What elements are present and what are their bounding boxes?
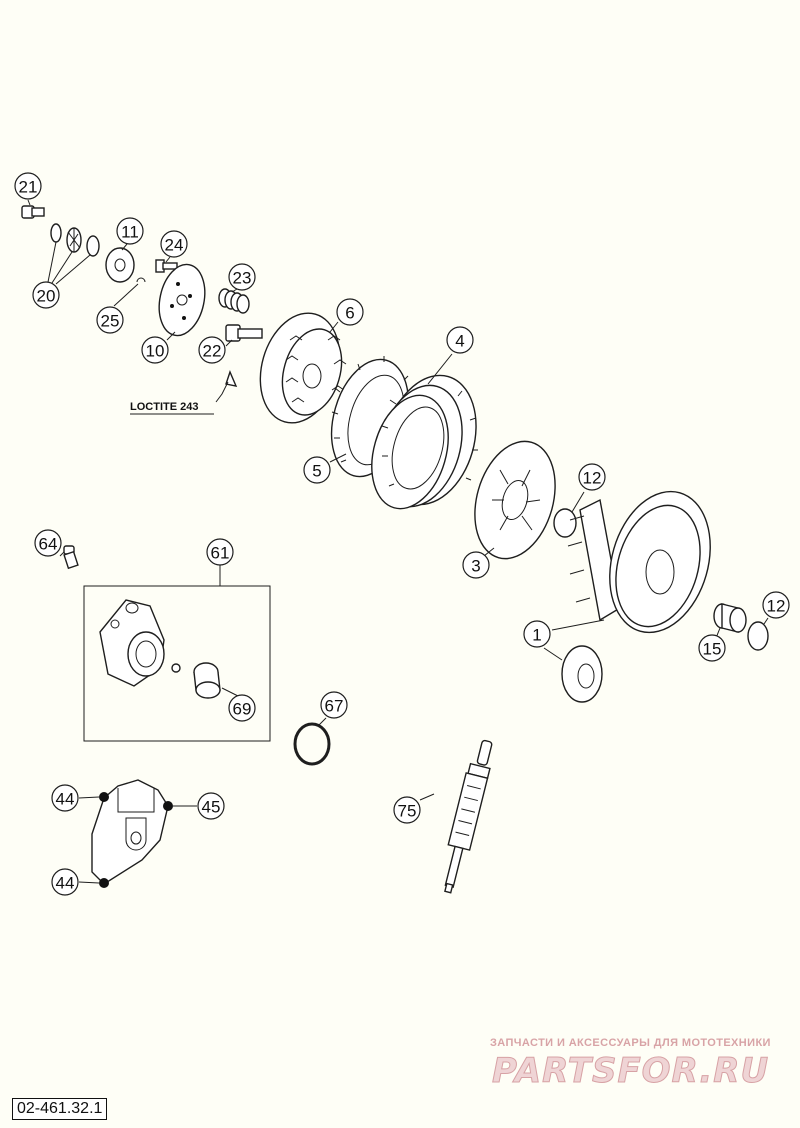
part-20-washers[interactable]	[50, 223, 100, 257]
part-67-o-ring[interactable]	[293, 722, 331, 766]
callout-75: 75	[393, 796, 421, 824]
callout-1: 1	[523, 620, 551, 648]
part-4-steel-plates[interactable]	[359, 364, 490, 517]
svg-text:11: 11	[121, 223, 139, 242]
callout-10: 10	[141, 336, 169, 364]
part-12-washer-b[interactable]	[747, 621, 769, 651]
callout-45: 45	[197, 792, 225, 820]
svg-text:44: 44	[56, 790, 75, 809]
part-61-slave-cylinder[interactable]	[99, 599, 165, 687]
part-21-screw[interactable]	[21, 205, 45, 219]
part-24-bolt[interactable]	[155, 259, 178, 273]
part-25-circlip[interactable]	[136, 277, 146, 283]
callout-24: 24	[160, 230, 188, 258]
svg-text:10: 10	[146, 342, 165, 361]
part-6-clutch-hub[interactable]	[248, 304, 352, 433]
part-64-bleed-screw[interactable]	[63, 545, 79, 570]
svg-text:5: 5	[312, 462, 321, 481]
svg-text:67: 67	[325, 697, 344, 716]
document-number: 02-461.32.1	[12, 1098, 108, 1120]
svg-text:21: 21	[19, 178, 38, 197]
part-3-pressure-plate[interactable]	[462, 432, 568, 568]
svg-text:12: 12	[767, 597, 786, 616]
callout-15: 15	[698, 634, 726, 662]
svg-text:61: 61	[211, 544, 230, 563]
svg-text:24: 24	[165, 236, 184, 255]
svg-text:4: 4	[455, 332, 464, 351]
callout-67: 67	[320, 691, 348, 719]
callout-20: 20	[32, 281, 60, 309]
svg-text:25: 25	[101, 312, 120, 331]
fixing-point-44-upper[interactable]	[99, 792, 109, 802]
svg-text:22: 22	[203, 342, 222, 361]
part-1-clutch-basket[interactable]	[567, 480, 726, 645]
part-23-spring[interactable]	[218, 288, 250, 314]
callout-21: 21	[14, 172, 42, 200]
callout-11: 11	[116, 217, 144, 245]
slave-cylinder-cover[interactable]	[91, 779, 169, 885]
callout-5: 5	[303, 456, 331, 484]
callout-12-b: 12	[762, 591, 790, 619]
callout-25: 25	[96, 306, 124, 334]
callout-12-a: 12	[578, 463, 606, 491]
part-22-bolt[interactable]	[225, 324, 263, 387]
part-10-plate[interactable]	[153, 260, 211, 340]
callout-23: 23	[228, 263, 256, 291]
fixing-point-44-lower[interactable]	[99, 878, 109, 888]
part-12-washer-a[interactable]	[553, 508, 577, 538]
callout-6: 6	[336, 298, 364, 326]
svg-text:15: 15	[703, 640, 722, 659]
part-61-ball[interactable]	[171, 663, 181, 673]
callout-3: 3	[462, 551, 490, 579]
callout-69: 69	[228, 694, 256, 722]
callout-22: 22	[198, 336, 226, 364]
fixing-point-45[interactable]	[163, 801, 173, 811]
callout-44-upper: 44	[51, 784, 79, 812]
svg-text:23: 23	[233, 269, 252, 288]
svg-text:44: 44	[56, 874, 75, 893]
svg-text:20: 20	[37, 287, 56, 306]
part-75-syringe[interactable]	[437, 738, 496, 895]
part-61-slave-cylinder-box	[83, 564, 271, 742]
watermark-logo: PARTSFOR.RU	[492, 1051, 769, 1091]
svg-text:64: 64	[39, 535, 58, 554]
callout-44-lower: 44	[51, 868, 79, 896]
part-69-piston[interactable]	[193, 662, 221, 699]
watermark-tagline: ЗАПЧАСТИ И АКСЕССУАРЫ ДЛЯ МОТОТЕХНИКИ	[490, 1037, 771, 1049]
part-11-retainer[interactable]	[105, 247, 135, 283]
leader-lines	[27, 199, 769, 884]
callout-64: 64	[34, 529, 62, 557]
svg-text:6: 6	[345, 304, 354, 323]
part-1-primary-gear[interactable]	[561, 645, 603, 703]
svg-text:75: 75	[398, 802, 417, 821]
svg-text:69: 69	[233, 700, 252, 719]
svg-text:45: 45	[202, 798, 221, 817]
svg-text:3: 3	[471, 557, 480, 576]
svg-text:12: 12	[583, 469, 602, 488]
callout-4: 4	[446, 326, 474, 354]
loctite-note: LOCTITE 243	[130, 401, 198, 413]
svg-text:1: 1	[532, 626, 541, 645]
part-15-bushing[interactable]	[713, 603, 747, 633]
callout-61: 61	[206, 538, 234, 566]
